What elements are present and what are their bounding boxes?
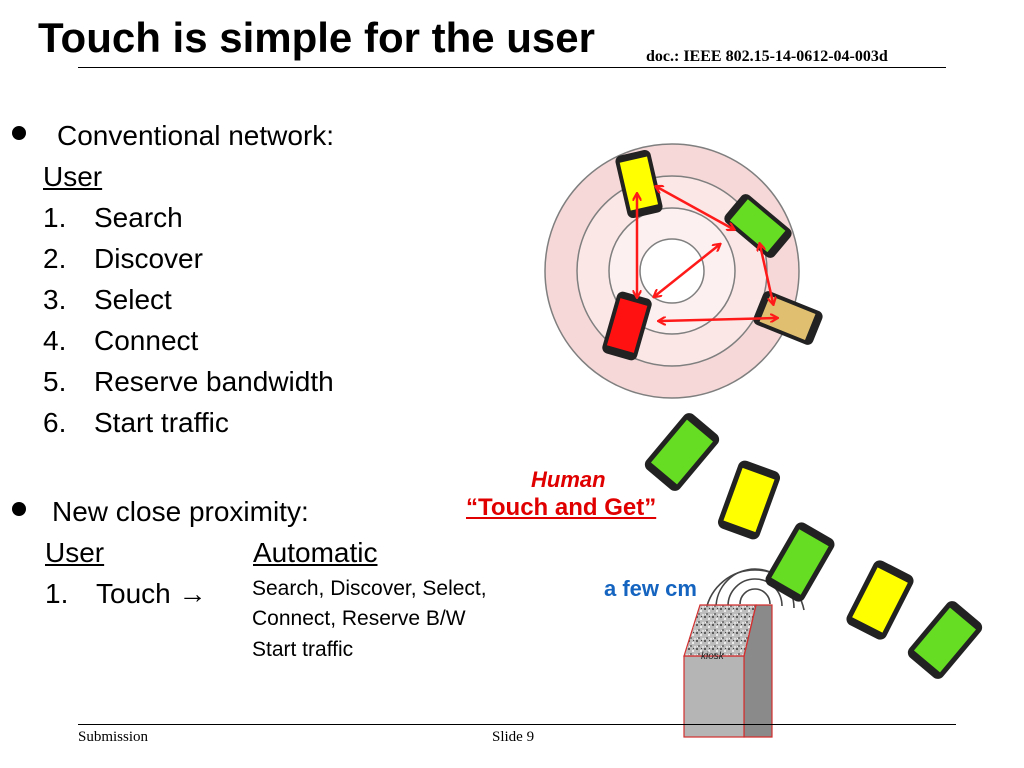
list-item: 1. Search (43, 204, 183, 232)
step-number: 1. (45, 578, 69, 609)
bullet-dot-icon (12, 502, 26, 516)
automatic-line: Search, Discover, Select, (252, 577, 487, 600)
doc-reference: doc.: IEEE 802.15-14-0612-04-003d (646, 48, 888, 65)
step-number: 4. (43, 325, 67, 356)
list-item: 5. Reserve bandwidth (43, 368, 334, 396)
phone-icon (717, 460, 781, 540)
touch-and-get-label: “Touch and Get” (466, 494, 657, 521)
phone-icon (644, 413, 720, 491)
footer-rule (78, 724, 956, 725)
slide-number: Slide 9 (492, 729, 535, 745)
automatic-line: Start traffic (252, 638, 354, 661)
step-text: Start traffic (94, 407, 229, 438)
phone-icon (846, 560, 914, 640)
list-item: 3. Select (43, 286, 172, 314)
range-rings (544, 143, 800, 399)
conventional-heading: Conventional network: (57, 120, 335, 151)
list-item: 2. Discover (43, 245, 203, 273)
step-text: Select (94, 284, 172, 315)
step-number: 1. (43, 202, 67, 233)
automatic-line: Connect, Reserve B/W (252, 607, 466, 630)
step-number: 5. (43, 366, 67, 397)
proximity-heading: New close proximity: (52, 496, 309, 527)
step-text: Connect (94, 325, 199, 356)
step-number: 2. (43, 243, 67, 274)
distance-label: a few cm (604, 576, 697, 601)
step-text: Reserve bandwidth (94, 366, 334, 397)
proximity-user-label: User (45, 537, 105, 568)
conventional-user-label: User (43, 161, 103, 192)
header-rule (78, 67, 946, 68)
step-text: Touch (96, 578, 171, 609)
right-arrow-icon: → (178, 578, 207, 609)
kiosk-label: kiosk (701, 651, 724, 662)
kiosk-icon (683, 604, 773, 738)
step-number: 6. (43, 407, 67, 438)
automatic-label: Automatic (253, 537, 378, 568)
step-number: 3. (43, 284, 67, 315)
phone-icon (602, 291, 652, 361)
phone-icon (615, 149, 663, 219)
slide-title: Touch is simple for the user (38, 14, 595, 61)
list-item: 6. Start traffic (43, 409, 229, 437)
phone-icon (765, 522, 835, 602)
step-text: Discover (94, 243, 203, 274)
touch-step: 1. Touch → (45, 580, 207, 608)
step-text: Search (94, 202, 183, 233)
list-item: 4. Connect (43, 327, 198, 355)
human-label: Human (531, 467, 606, 492)
connection-arrows (637, 187, 776, 321)
footer-submission: Submission (78, 729, 149, 745)
bullet-dot-icon (12, 126, 26, 140)
phone-icon (907, 601, 983, 679)
